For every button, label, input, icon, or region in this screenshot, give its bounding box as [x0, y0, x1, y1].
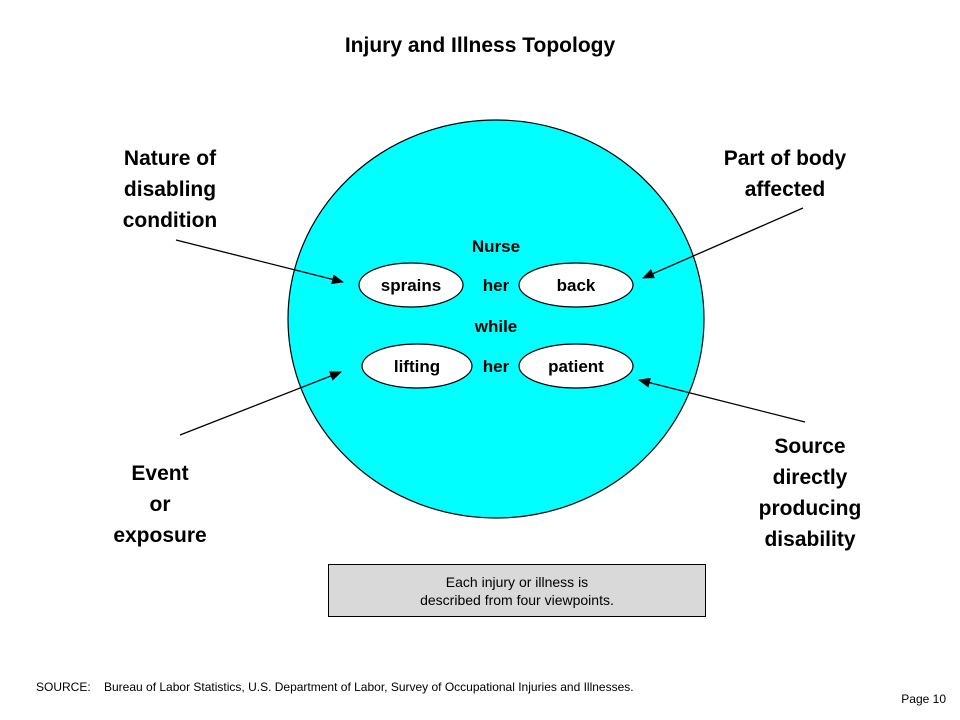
source-arrow: [638, 377, 806, 423]
nurse-text: Nurse: [472, 237, 520, 256]
source-footnote: SOURCE: Bureau of Labor Statistics, U.S. …: [36, 680, 634, 694]
lifting-oval: [361, 343, 473, 389]
source-text: Bureau of Labor Statistics, U.S. Departm…: [104, 680, 634, 694]
her-text-top: her: [483, 276, 510, 295]
nature-arrow: [175, 239, 344, 285]
patient-oval: [518, 343, 634, 389]
back-oval: [518, 262, 634, 308]
part-of-body-arrow: [642, 207, 804, 279]
note-line-1: Each injury or illness is: [445, 573, 589, 590]
page-number: Page 10: [901, 692, 946, 706]
note-line-2: described from four viewpoints.: [420, 591, 614, 608]
page-title: Injury and Illness Topology: [344, 34, 616, 57]
source-label: SOURCE:: [36, 680, 91, 694]
main-ellipse: [287, 119, 705, 519]
sprains-text: sprains: [381, 276, 441, 295]
part-of-body-affected-label: Part of body affected: [723, 147, 847, 201]
event-or-exposure-label: Event or exposure: [113, 462, 207, 547]
patient-text: patient: [548, 357, 604, 376]
event-arrow: [179, 371, 342, 436]
sprains-oval: [358, 262, 464, 308]
note-box: Each injury or illness is described from…: [328, 564, 706, 617]
nature-of-disabling-condition-label: Nature of disabling condition: [122, 147, 218, 232]
source-producing-disability-label: Source directly producing disability: [758, 435, 862, 551]
her-text-bottom: her: [483, 357, 510, 376]
lifting-text: lifting: [394, 357, 440, 376]
back-text: back: [557, 276, 596, 295]
while-text: while: [474, 317, 518, 336]
